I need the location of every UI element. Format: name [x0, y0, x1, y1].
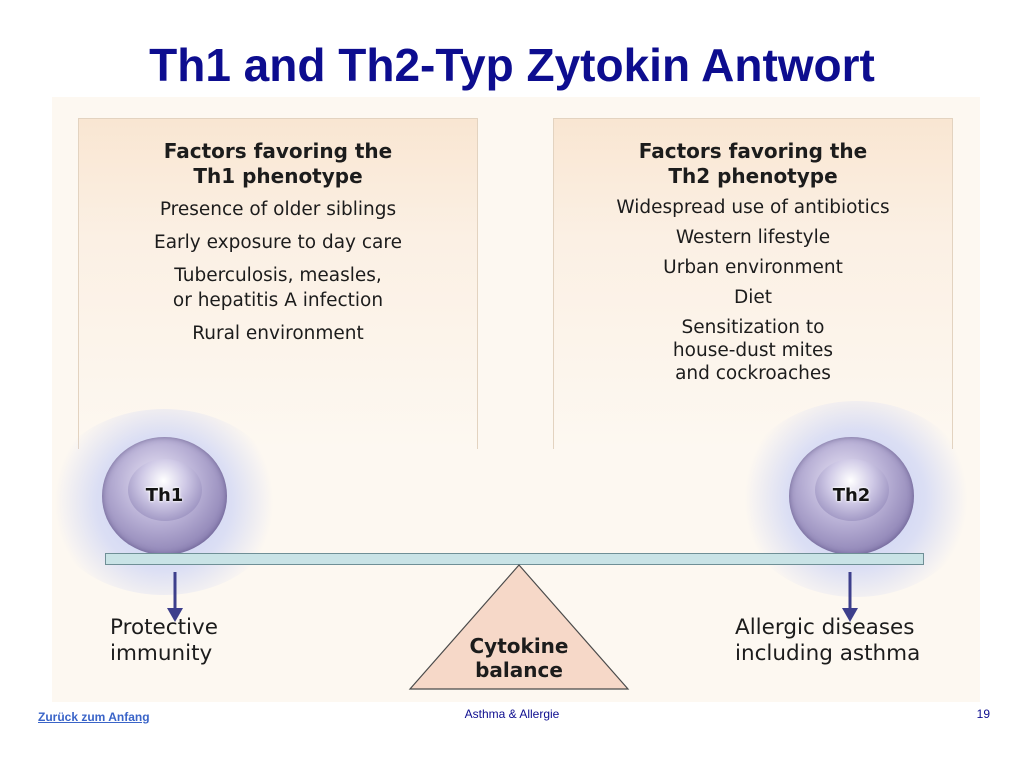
th1-factors-panel: Factors favoring the Th1 phenotype Prese…: [78, 118, 478, 449]
th2-cell-nucleus: [815, 459, 889, 521]
th2-factor: Western lifestyle: [675, 227, 831, 248]
th2-factor: Urban environment: [663, 257, 843, 278]
page-number: 19: [976, 707, 990, 721]
cytokine-balance-diagram: Factors favoring the Th1 phenotype Prese…: [44, 97, 980, 702]
back-to-start-link[interactable]: Zurück zum Anfang: [38, 710, 150, 724]
th2-factor: Widespread use of antibiotics: [616, 197, 890, 218]
th2-cell-label: Th2: [832, 485, 871, 506]
th2-factor: Diet: [733, 287, 773, 308]
th1-outcome-label: Protective immunity: [110, 615, 218, 666]
th1-factor: Early exposure to day care: [154, 232, 402, 253]
th1-panel-heading: Factors favoring the Th1 phenotype: [163, 139, 393, 188]
th2-cell-icon: Th2: [789, 437, 914, 555]
th2-panel-heading: Factors favoring the Th2 phenotype: [638, 139, 868, 188]
th1-cell-label: Th1: [145, 485, 184, 506]
th2-outcome-label: Allergic diseases including asthma: [735, 615, 921, 666]
th1-factor: Presence of older siblings: [159, 199, 397, 220]
th1-factor: Rural environment: [192, 323, 364, 344]
th1-cell-nucleus: [128, 459, 202, 521]
balance-beam: [105, 553, 924, 565]
fulcrum-label: Cytokine balance: [469, 634, 569, 682]
th2-factors-panel: Factors favoring the Th2 phenotype Wides…: [553, 118, 953, 449]
slide-title: Th1 and Th2-Typ Zytokin Antwort: [149, 39, 875, 91]
th1-cell-icon: Th1: [102, 437, 227, 555]
th2-factor: Sensitization to house-dust mites and co…: [672, 317, 834, 384]
footer-title: Asthma & Allergie: [464, 707, 560, 721]
th2-down-arrow-icon: [842, 572, 858, 622]
th1-down-arrow-icon: [167, 572, 183, 622]
fulcrum-triangle: [408, 564, 630, 690]
th1-factor: Tuberculosis, measles, or hepatitis A in…: [172, 265, 384, 311]
